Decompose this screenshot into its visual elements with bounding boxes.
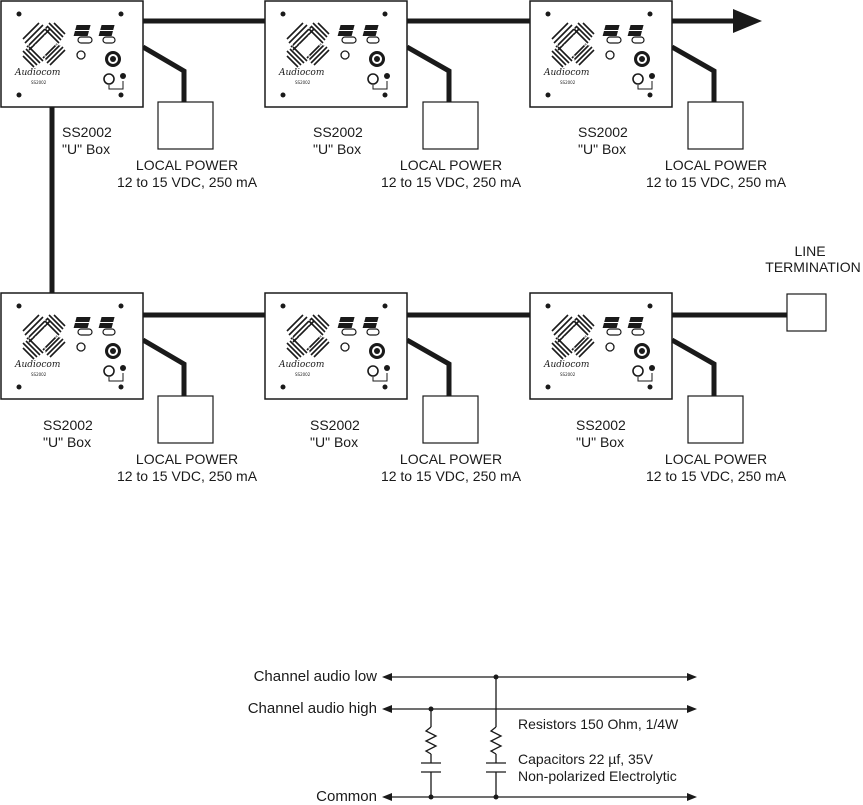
- unit-type-label: "U" Box: [43, 434, 92, 450]
- arrow-right-icon: [687, 705, 697, 713]
- power-supply-box: [422, 101, 479, 150]
- power-label: LOCAL POWER: [135, 451, 239, 467]
- power-spec: 12 to 15 VDC, 250 mA: [645, 174, 787, 190]
- termination-label-line1: LINE: [794, 243, 826, 259]
- power-spec: 12 to 15 VDC, 250 mA: [116, 174, 258, 190]
- power-label: LOCAL POWER: [399, 157, 503, 173]
- junction-dot: [493, 794, 499, 800]
- unit-model-label: SS2002: [313, 124, 363, 140]
- unit-model-label: SS2002: [62, 124, 112, 140]
- u-box-panel-r1c2: [264, 0, 408, 108]
- audio-low-label: Channel audio low: [253, 668, 377, 685]
- u-box-panel-r2c3: [529, 292, 673, 400]
- arrow-right-icon: [687, 673, 697, 681]
- u-box-panel-r2c1: [0, 292, 144, 400]
- u-box-panel-r1c1: [0, 0, 144, 108]
- power-spec: 12 to 15 VDC, 250 mA: [645, 468, 787, 484]
- unit-type-label: "U" Box: [310, 434, 359, 450]
- power-supply-box: [687, 395, 744, 444]
- line-termination-box: [786, 293, 827, 332]
- audio-high-label: Channel audio high: [247, 700, 377, 717]
- u-box-panel-r1c3: [529, 0, 673, 108]
- unit-type-label: "U" Box: [62, 141, 111, 157]
- unit-model-label: SS2002: [310, 417, 360, 433]
- arrow-right-icon: [687, 793, 697, 801]
- power-label: LOCAL POWER: [664, 451, 768, 467]
- arrow-left-icon: [382, 673, 392, 681]
- capacitor-note: Capacitors 22 µf, 35V: [518, 751, 653, 767]
- unit-type-label: "U" Box: [576, 434, 625, 450]
- resistor-note: Resistors 150 Ohm, 1/4W: [518, 716, 679, 732]
- arrow-right-icon: [733, 9, 762, 33]
- power-supply-box: [157, 101, 214, 150]
- power-supply-box: [687, 101, 744, 150]
- u-box-panel-r2c2: [264, 292, 408, 400]
- power-label: LOCAL POWER: [399, 451, 503, 467]
- power-label: LOCAL POWER: [664, 157, 768, 173]
- power-supply-box: [157, 395, 214, 444]
- common-label: Common: [316, 788, 377, 805]
- capacitor-type-note: Non-polarized Electrolytic: [518, 768, 677, 784]
- unit-type-label: "U" Box: [313, 141, 362, 157]
- arrow-left-icon: [382, 705, 392, 713]
- unit-model-label: SS2002: [43, 417, 93, 433]
- power-label: LOCAL POWER: [135, 157, 239, 173]
- unit-type-label: "U" Box: [578, 141, 627, 157]
- power-spec: 12 to 15 VDC, 250 mA: [380, 468, 522, 484]
- unit-model-label: SS2002: [578, 124, 628, 140]
- power-spec: 12 to 15 VDC, 250 mA: [116, 468, 258, 484]
- junction-dot: [493, 674, 499, 680]
- unit-model-label: SS2002: [576, 417, 626, 433]
- power-supply-box: [422, 395, 479, 444]
- junction-dot: [428, 706, 434, 712]
- junction-dot: [428, 794, 434, 800]
- termination-label-line2: TERMINATION: [765, 259, 861, 275]
- arrow-left-icon: [382, 793, 392, 801]
- power-spec: 12 to 15 VDC, 250 mA: [380, 174, 522, 190]
